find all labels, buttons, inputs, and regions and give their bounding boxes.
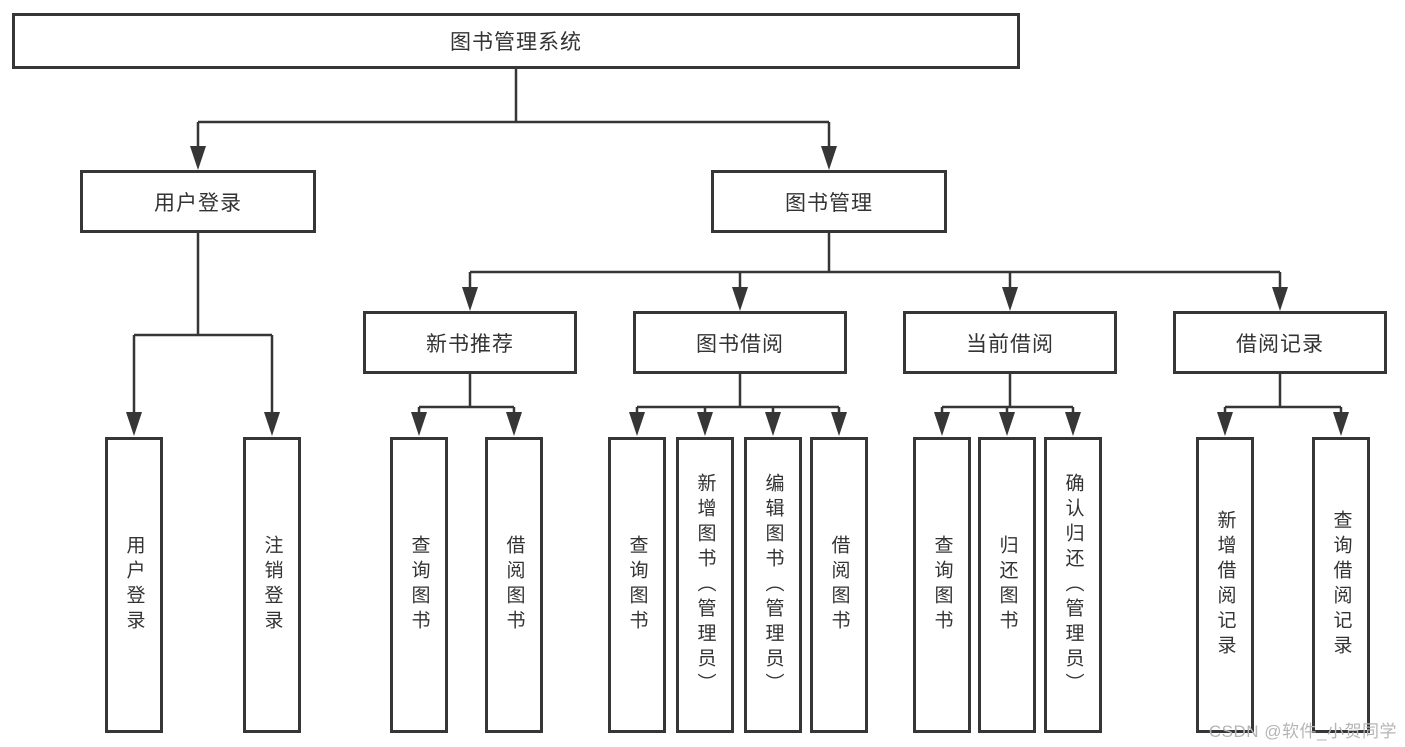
node-current-borrowing: 当前借阅 bbox=[903, 311, 1117, 374]
node-user-login-group: 用户登录 bbox=[80, 170, 316, 233]
node-cb-return-books: 归还图书 bbox=[978, 437, 1036, 733]
node-bb-add-books-admin: 新增图书（管理员） bbox=[676, 437, 734, 733]
connector-user-login-branch bbox=[126, 233, 280, 436]
node-logout: 注销登录 bbox=[243, 437, 301, 733]
connector-book-mgmt-branch bbox=[462, 233, 1288, 311]
connector-new-book-rec-branch bbox=[411, 374, 522, 436]
node-br-add-record: 新增借阅记录 bbox=[1196, 437, 1254, 733]
node-new-book-recommend: 新书推荐 bbox=[363, 311, 577, 374]
node-cb-confirm-return-admin: 确认归还（管理员） bbox=[1044, 437, 1102, 733]
node-root: 图书管理系统 bbox=[12, 13, 1020, 69]
connector-root-to-level2 bbox=[190, 69, 837, 170]
node-br-query-record: 查询借阅记录 bbox=[1312, 437, 1370, 733]
node-bb-edit-books-admin: 编辑图书（管理员） bbox=[744, 437, 802, 733]
node-bb-query-books: 查询图书 bbox=[608, 437, 666, 733]
node-book-borrowing: 图书借阅 bbox=[633, 311, 847, 374]
connector-book-borrow-branch bbox=[629, 374, 847, 436]
connector-current-borrow-branch bbox=[934, 374, 1081, 436]
connector-borrow-record-branch bbox=[1217, 374, 1349, 436]
node-book-management: 图书管理 bbox=[711, 170, 947, 233]
node-borrowing-records: 借阅记录 bbox=[1173, 311, 1387, 374]
csdn-watermark: CSDN @软件_小贺同学 bbox=[1208, 722, 1397, 741]
node-nbr-query-books: 查询图书 bbox=[390, 437, 448, 733]
node-cb-query-books: 查询图书 bbox=[913, 437, 971, 733]
node-nbr-borrow-books: 借阅图书 bbox=[485, 437, 543, 733]
node-bb-borrow-books: 借阅图书 bbox=[810, 437, 868, 733]
node-user-login: 用户登录 bbox=[105, 437, 163, 733]
